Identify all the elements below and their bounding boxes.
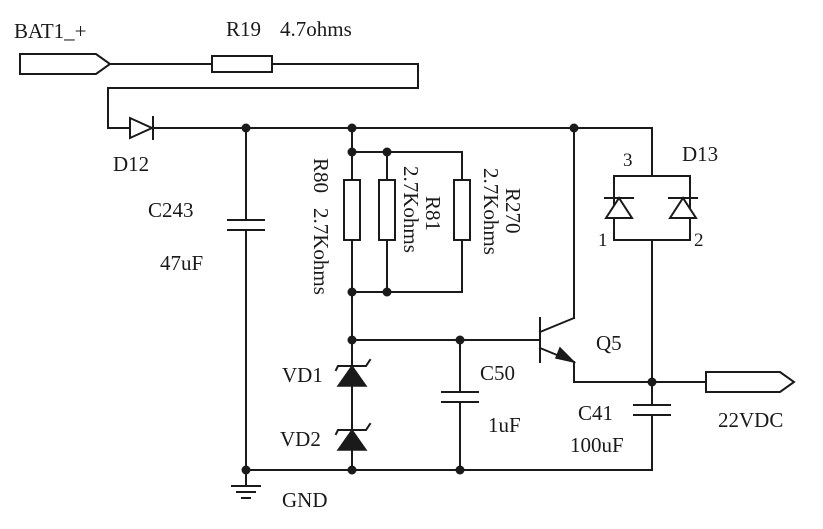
d12-ref: D12 xyxy=(113,152,149,176)
ground-symbol: GND xyxy=(231,485,328,512)
d13-pin2: 2 xyxy=(694,230,704,251)
c41-value: 100uF xyxy=(570,433,624,457)
resistor-r81: R81 2.7Kohms xyxy=(378,166,445,253)
capacitor-c41: C41 100uF xyxy=(570,401,671,457)
vd2-ref: VD2 xyxy=(280,427,321,451)
r81-ref: R81 xyxy=(421,196,445,231)
c243-value: 47uF xyxy=(160,251,203,275)
r270-value: 2.7Kohms xyxy=(479,168,503,255)
output-connector-22vdc: 22VDC xyxy=(705,371,796,432)
input-connector-bat1: BAT1_+ xyxy=(14,19,112,75)
resistor-r270: R270 2.7Kohms xyxy=(453,168,525,255)
net-label-bat1: BAT1_+ xyxy=(14,19,87,43)
net-label-gnd: GND xyxy=(282,488,328,512)
resistor-r80: R80 2.7Kohms xyxy=(309,158,361,295)
d13-pin3: 3 xyxy=(623,150,633,171)
capacitor-c50: C50 1uF xyxy=(441,361,521,437)
wires xyxy=(107,63,707,487)
c50-value: 1uF xyxy=(488,413,521,437)
c243-ref: C243 xyxy=(148,198,194,222)
c41-ref: C41 xyxy=(578,401,613,425)
resistor-r19: R19 4.7ohms xyxy=(211,17,352,73)
r270-ref: R270 xyxy=(501,188,525,234)
d13-pin1: 1 xyxy=(598,230,608,251)
junction-dots xyxy=(241,123,657,475)
q5-ref: Q5 xyxy=(596,331,622,355)
net-label-22vdc: 22VDC xyxy=(718,408,783,432)
vd1-ref: VD1 xyxy=(282,363,323,387)
dual-diode-d13: D13 3 1 2 xyxy=(598,142,718,251)
r80-value: 2.7Kohms xyxy=(309,208,333,295)
capacitor-c243: C243 47uF xyxy=(148,198,265,275)
zener-diode-vd1: VD1 xyxy=(282,358,372,387)
diode-d12: D12 xyxy=(113,116,155,176)
zener-diode-vd2: VD2 xyxy=(280,422,372,451)
r80-ref: R80 xyxy=(309,158,333,193)
r19-ref: R19 xyxy=(226,17,261,41)
r81-value: 2.7Kohms xyxy=(399,166,423,253)
d13-ref: D13 xyxy=(682,142,718,166)
r19-value: 4.7ohms xyxy=(280,17,352,41)
transistor-q5: Q5 xyxy=(538,316,622,364)
c50-ref: C50 xyxy=(480,361,515,385)
